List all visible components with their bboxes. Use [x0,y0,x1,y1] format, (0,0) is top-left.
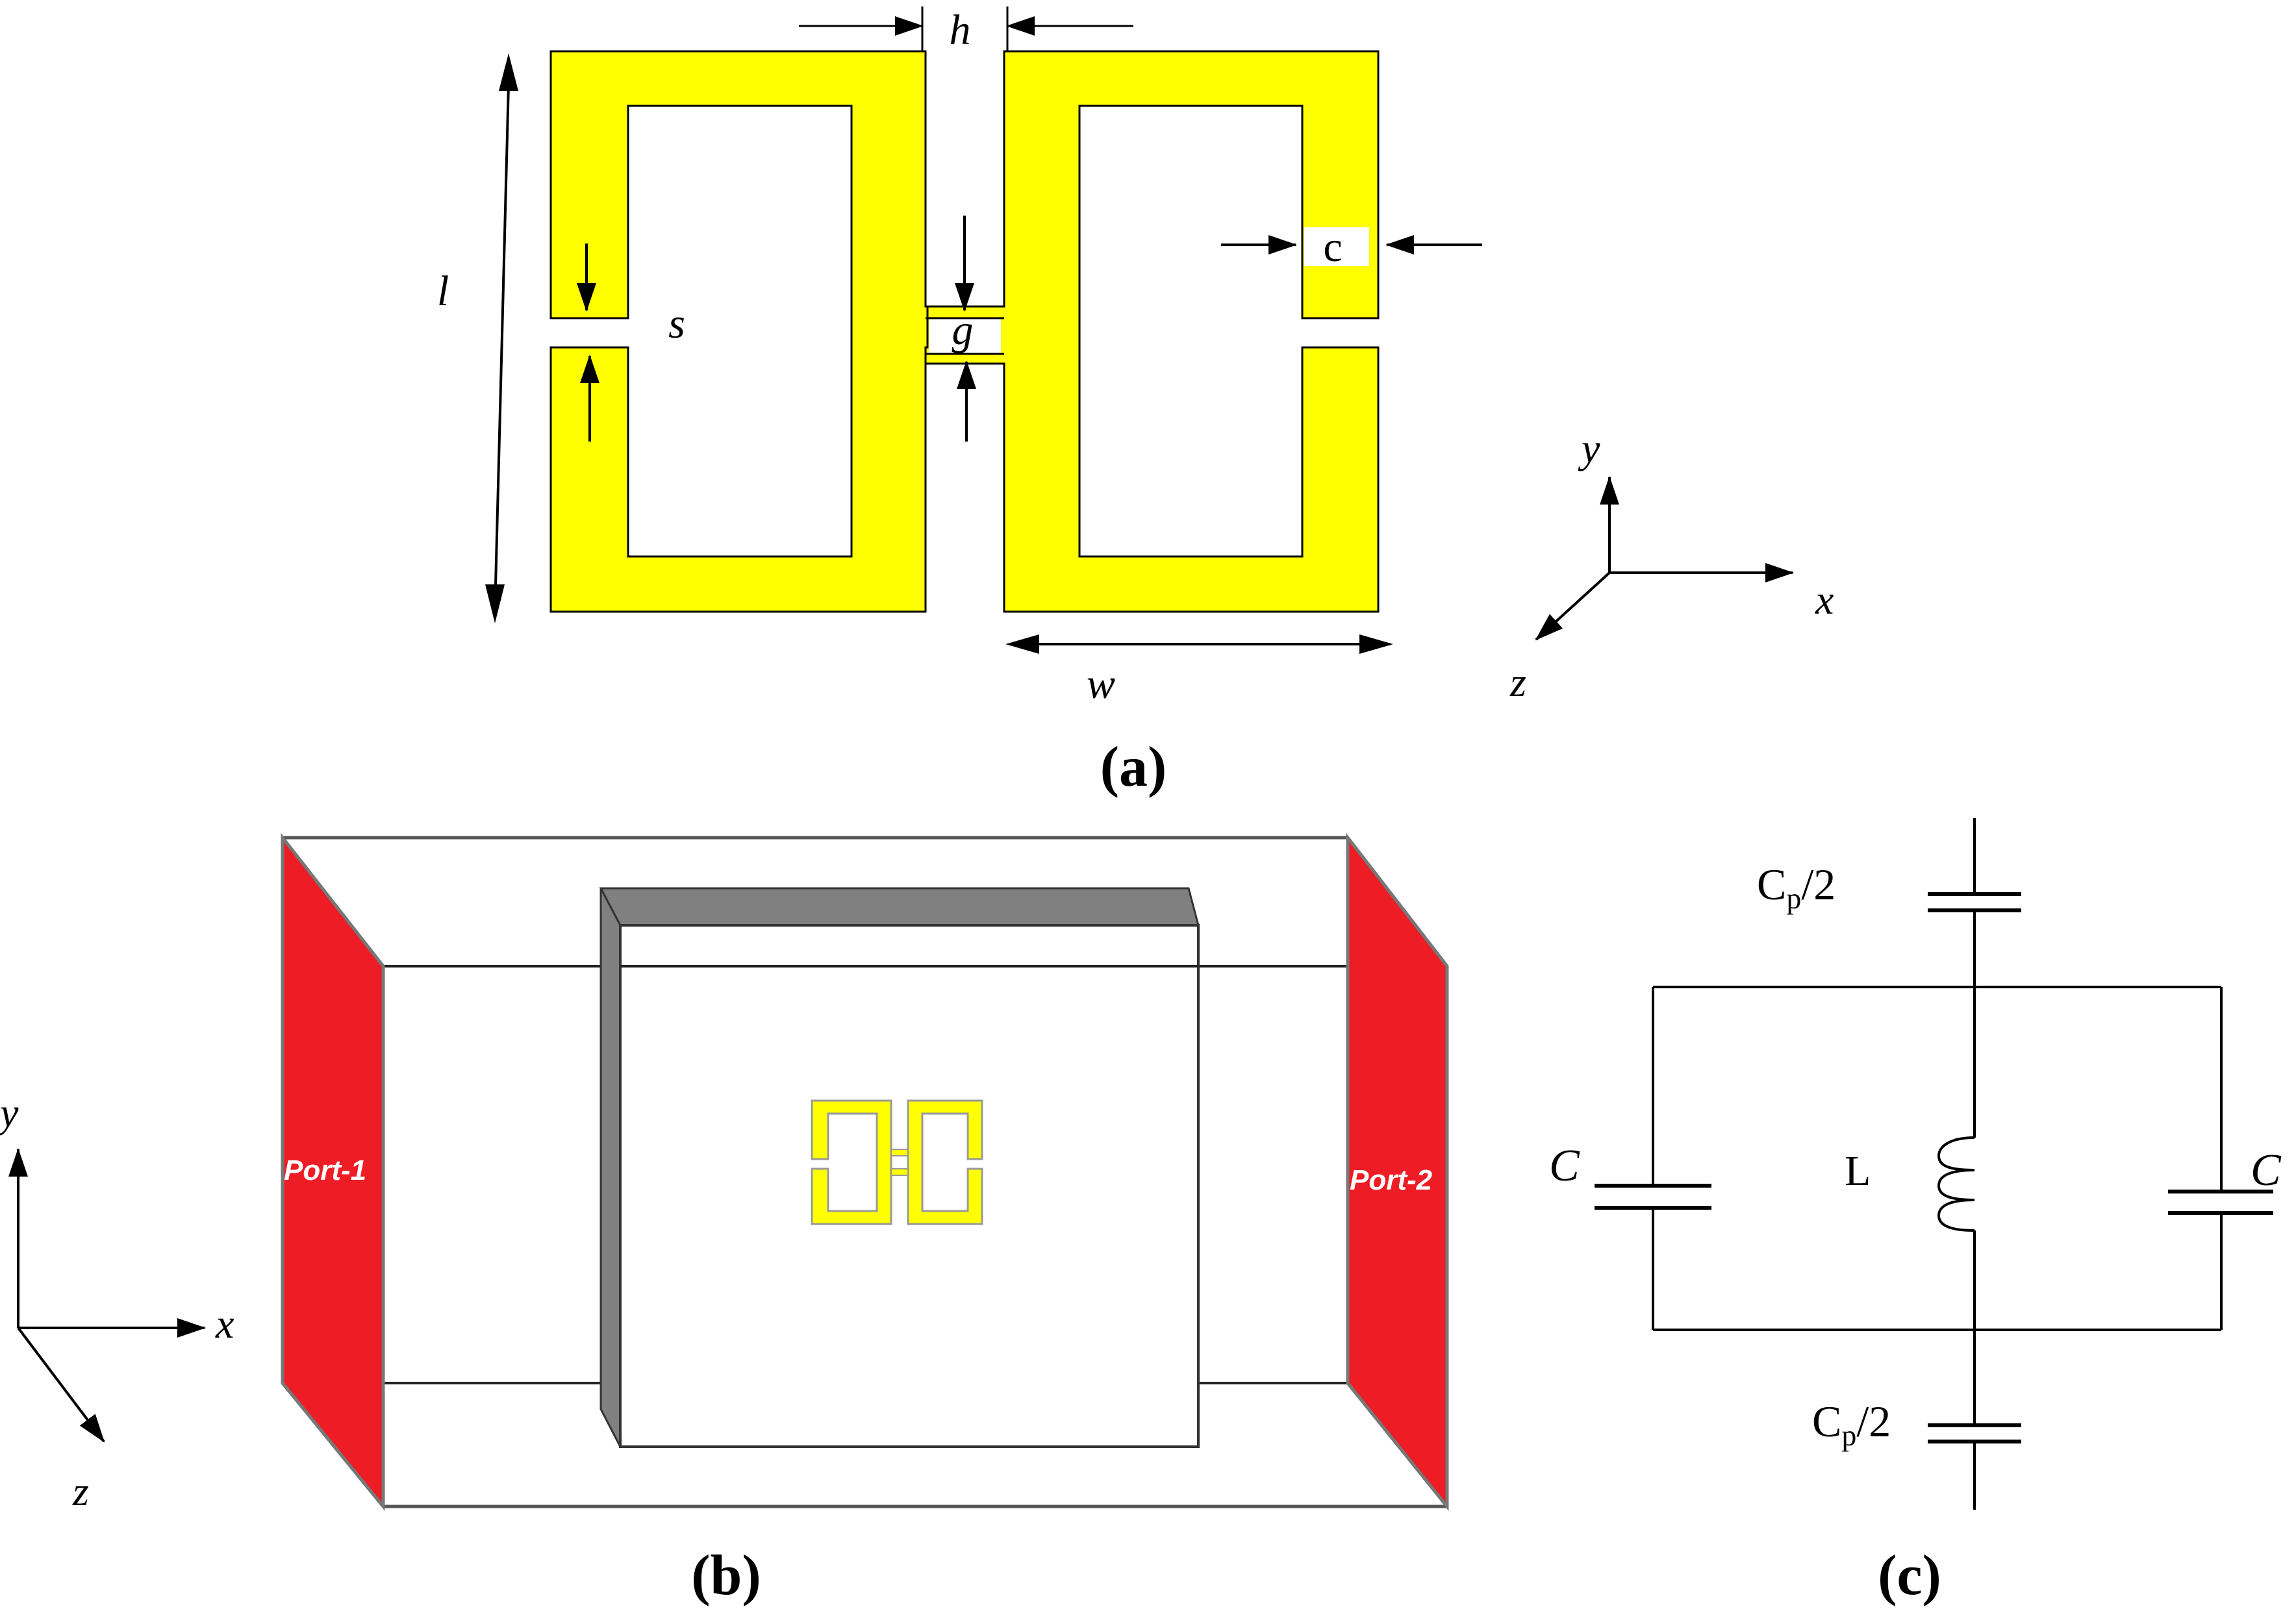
l-arrow [494,84,510,611]
port-1-label: Port-1 [284,1155,366,1186]
port-2-face [1346,832,1449,1512]
svg-text:x: x [215,1301,234,1347]
caption-c: (c) [1878,1544,1941,1607]
panel-c [1595,818,2273,1510]
left-split-ring [549,50,929,613]
label-c: c [1323,223,1342,271]
svg-text:x: x [1815,577,1834,623]
panel-a: h l s g c w y x z (a) [437,6,1834,799]
label-l: l [437,268,449,315]
label-c-left: C [1549,1141,1580,1191]
label-l: L [1845,1147,1871,1195]
label-c-right: C [2251,1145,2282,1195]
substrate-top [599,887,1200,927]
port-1-face [281,832,385,1512]
label-cp-top: Cp/2 [1757,860,1836,915]
right-split-ring [924,50,1380,613]
svg-text:z: z [1509,659,1526,705]
axes-a: y x z [1509,425,1834,705]
caption-a: (a) [1100,736,1167,799]
label-g: g [952,306,974,354]
resonator-small [811,1099,983,1225]
label-s: s [668,300,685,347]
gap-g [929,318,1001,354]
svg-text:y: y [0,1090,19,1136]
caption-b: (b) [691,1544,761,1607]
label-cp-bottom: Cp/2 [1812,1397,1891,1452]
svg-text:y: y [1578,425,1600,471]
label-h: h [950,6,971,54]
substrate-side [599,888,622,1447]
label-w: w [1087,660,1115,708]
panel-c-labels: Cp/2 C L C Cp/2 (c) [1549,860,2282,1607]
svg-text:z: z [72,1468,89,1514]
axes-b: y x z [0,1090,234,1514]
port-2-label: Port-2 [1350,1164,1433,1196]
panel-b: Port-1 Port-2 y x z (b) [0,832,1449,1607]
inductor-coil [1937,1136,1975,1232]
